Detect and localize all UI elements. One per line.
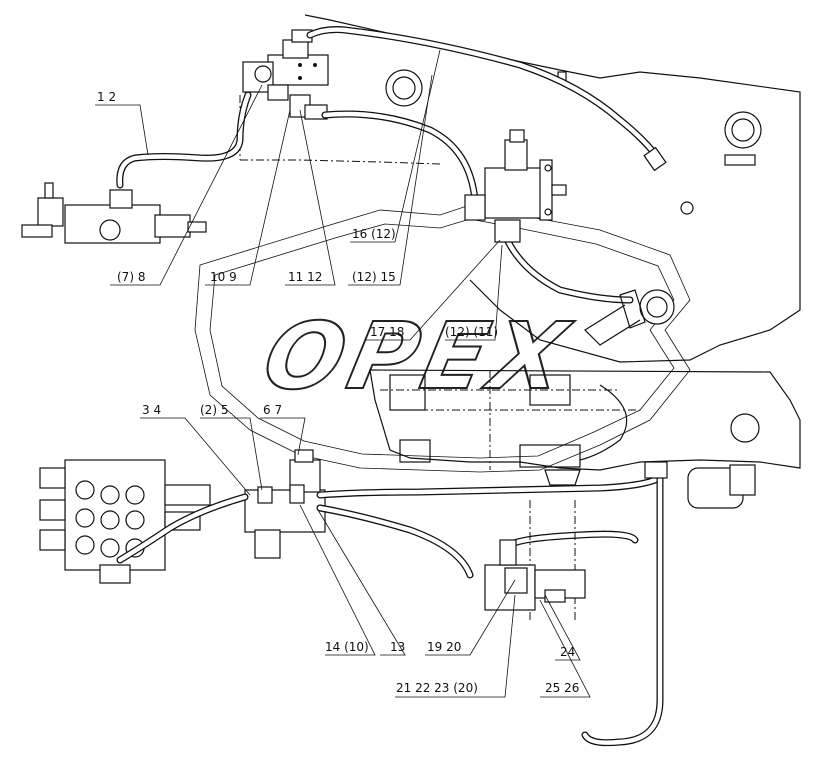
filter-elbow [584,289,675,346]
callout-labels: 1 2 (7) 8 10 9 11 12 (12) 15 16 (12) 17 … [97,90,579,695]
lower-hoses [116,471,664,747]
callout-12-11: (12) (11) [445,325,498,339]
frame-slot [724,154,756,166]
lower-right-valve [484,539,586,611]
upper-valve-block [242,29,329,120]
frame-plate-lower [369,369,801,486]
frame-hole-1 [385,69,423,107]
left-control-valve-lower [39,459,211,584]
callout-2-5: (2) 5 [200,403,228,417]
frame-hole-2 [724,111,762,149]
upper-hoses [116,26,667,304]
watermark-frame: OPEX [194,204,691,473]
left-control-valve-top [21,182,207,244]
middle-valve [464,129,567,243]
callout-25-26: 25 26 [545,681,579,695]
leader-lines [95,49,591,698]
callout-17-18: 17 18 [370,325,404,339]
lower-center-valve [244,449,326,559]
bolt-head [680,201,694,215]
callout-1-2: 1 2 [97,90,116,104]
filter-canister [644,461,756,509]
callout-10-9: 10 9 [210,270,237,284]
callout-12-15: (12) 15 [352,270,396,284]
callout-3-4: 3 4 [142,403,161,417]
callout-14-10: 14 (10) [325,640,369,654]
watermark-text: OPEX [255,303,581,410]
callout-7-8: (7) 8 [117,270,145,284]
callout-19-20: 19 20 [427,640,461,654]
callout-13: 13 [390,640,405,654]
callout-24: 24 [560,645,575,659]
callout-16-12: 16 (12) [352,227,396,241]
callout-6-7: 6 7 [263,403,282,417]
callout-11-12: 11 12 [288,270,322,284]
callout-21-20: 21 22 23 (20) [396,681,478,695]
